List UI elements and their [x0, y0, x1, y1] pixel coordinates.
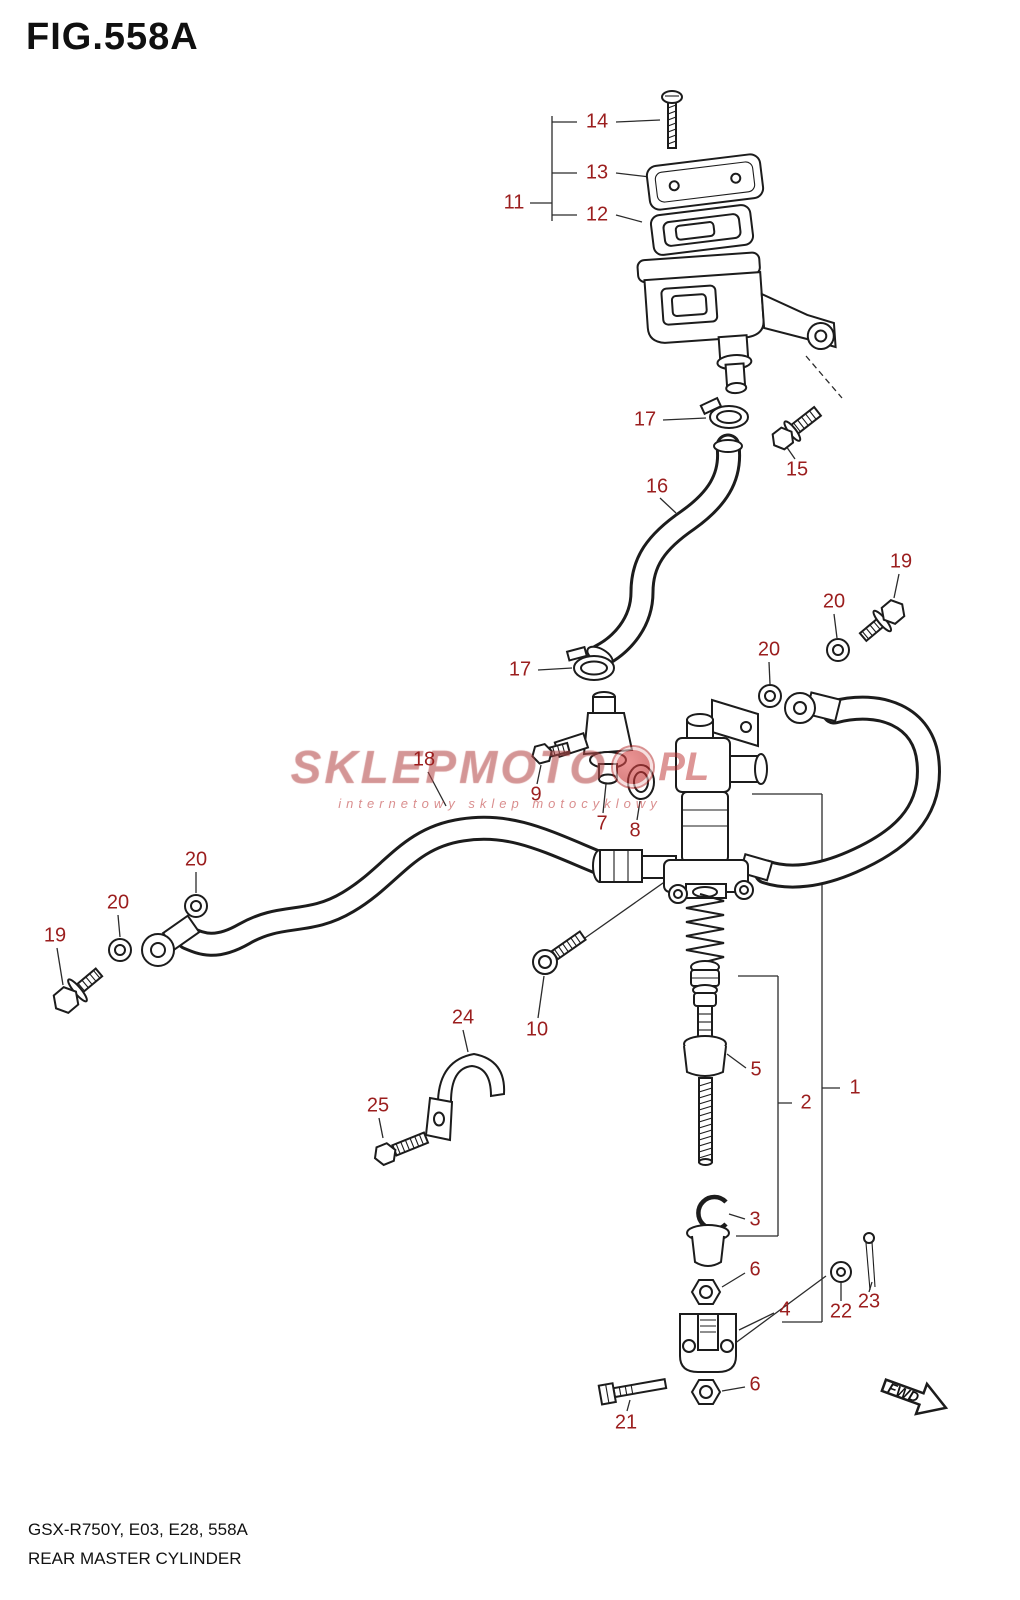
hose-clamp-upper — [699, 396, 749, 429]
reservoir-mount-bolt — [771, 405, 823, 451]
union-bolt — [531, 741, 571, 765]
clevis-pin-washer — [830, 1261, 852, 1283]
o-ring — [627, 764, 655, 800]
banjo-washer-left-lower — [108, 938, 132, 962]
banjo-washer-left-upper — [184, 894, 208, 918]
banjo-bolt-left — [52, 967, 104, 1014]
banjo-bolt-top-right — [858, 599, 906, 643]
reservoir-diaphragm — [649, 204, 755, 256]
banjo-washer-mid-right — [758, 684, 782, 708]
clevis-joint — [679, 1313, 737, 1373]
reservoir-hose — [586, 433, 743, 669]
lock-nut-lower — [690, 1379, 722, 1405]
bracket-bolt — [373, 1131, 430, 1167]
banjo-washer-top-right — [826, 638, 850, 662]
pushrod-boot — [686, 1224, 730, 1267]
fwd-arrow: FWD — [880, 1378, 949, 1416]
hose-joint-connector — [553, 691, 634, 785]
rear-brake-hose-right — [738, 691, 941, 889]
clevis-bolt — [597, 1378, 668, 1406]
clamp-bolt — [532, 930, 587, 975]
figure-title: FIG.558A — [26, 16, 199, 58]
callout-bracket-lines — [530, 116, 840, 1323]
cotter-pin — [863, 1232, 876, 1291]
figure-caption: REAR MASTER CYLINDER — [28, 1549, 242, 1568]
model-code: GSX-R750Y, E03, E28, 558A — [28, 1520, 248, 1539]
hose-clamp-bracket — [424, 1052, 506, 1142]
reservoir-cap-plate — [645, 153, 765, 211]
piston-rod-assembly — [683, 886, 727, 1166]
reservoir-body — [636, 251, 837, 395]
hose-clamp-lower — [565, 645, 615, 681]
fwd-label: FWD — [886, 1379, 921, 1405]
lock-nut-upper — [690, 1279, 722, 1305]
rear-brake-hose-left — [141, 815, 615, 967]
cap-screw — [661, 90, 683, 149]
